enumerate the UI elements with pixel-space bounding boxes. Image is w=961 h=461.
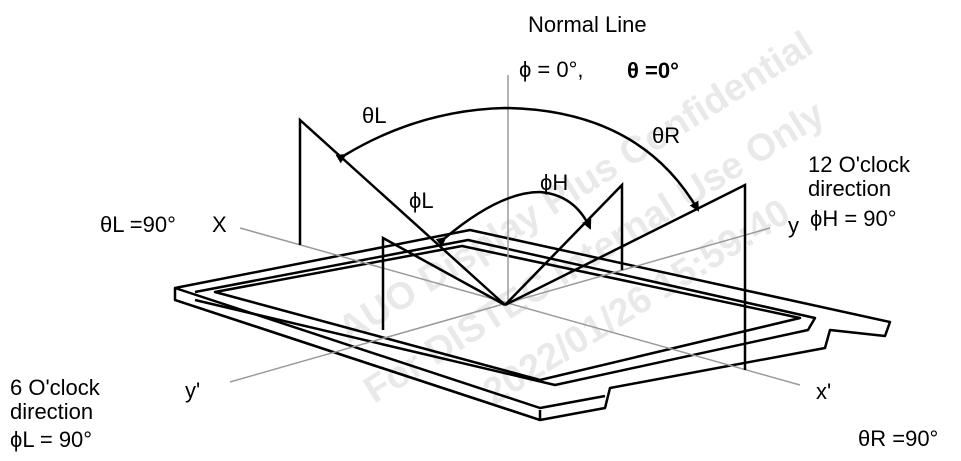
x-axis-label: X: [212, 212, 227, 237]
panel-bezel-thickness: [174, 286, 606, 422]
display-panel: [173, 228, 892, 422]
theta-arc: [335, 106, 700, 212]
panel-inner-edge: [194, 238, 817, 387]
theta-r-90-label: θR =90°: [858, 426, 938, 451]
theta-r-arc-label: θR: [652, 123, 680, 148]
theta-l-arc-label: θL: [362, 103, 386, 128]
theta-l-90-label: θL =90°: [100, 212, 176, 237]
twelve-oclock-line1: 12 O'clock: [808, 152, 911, 177]
phi-arc: [435, 190, 592, 247]
panel-active-area: [213, 244, 802, 382]
labels: Normal Line ϕ = 0°, θ =0° θL θR ϕH ϕL θL…: [10, 12, 938, 452]
right-plane: [504, 182, 747, 370]
y-axis-line: [229, 227, 771, 383]
six-oclock-line2: direction: [10, 399, 93, 424]
phi-l-90-label: ϕL = 90°: [10, 427, 92, 452]
phi-l-arc-label: ϕL: [409, 188, 434, 213]
six-oclock-line1: 6 O'clock: [10, 375, 101, 400]
y-axis-label: y: [788, 213, 799, 238]
x-prime-axis-label: x': [816, 379, 831, 404]
normal-line-label: Normal Line: [528, 12, 647, 37]
angle-arcs: [335, 106, 700, 247]
phi-h-arc-label: ϕH: [540, 170, 568, 195]
lower-plane: [381, 235, 506, 330]
phi-h-90-label: ϕH = 90°: [810, 206, 897, 231]
phi-zero-label: ϕ = 0°,: [519, 57, 584, 82]
theta-zero-label: θ =0°: [627, 58, 679, 83]
x-axis-line: [239, 227, 801, 386]
twelve-oclock-line2: direction: [808, 176, 891, 201]
y-prime-axis-label: y': [185, 378, 200, 403]
